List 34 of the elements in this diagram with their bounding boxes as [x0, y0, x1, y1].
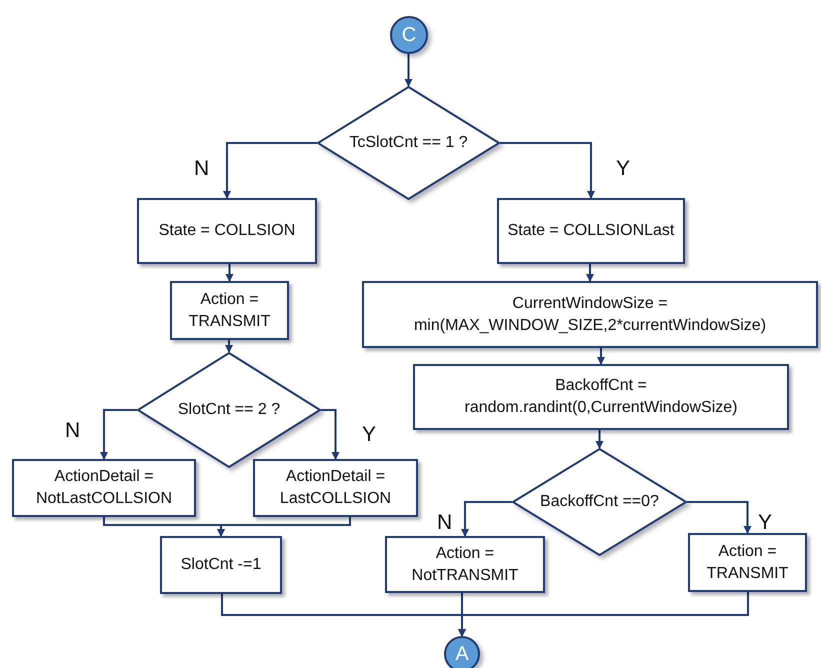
decision-diamond: SlotCnt == 2 ? — [137, 352, 321, 468]
edge-label: Y — [362, 424, 376, 445]
decision-diamond: TcSlotCnt == 1 ? — [317, 86, 500, 200]
decision-diamond: BackoffCnt ==0? — [512, 448, 687, 556]
arrow — [404, 54, 412, 87]
edge-label: N — [65, 420, 80, 441]
process-box: ActionDetail = NotLastCOLLSION — [12, 459, 196, 517]
arrow — [226, 264, 234, 282]
arrow — [223, 142, 317, 199]
connector-circle: C — [390, 16, 428, 54]
edge-label: Y — [758, 512, 772, 533]
process-box: Action = TRANSMIT — [170, 281, 289, 340]
arrow — [217, 517, 351, 537]
arrow — [597, 348, 605, 365]
edge-label: N — [194, 158, 210, 179]
arrow — [458, 592, 749, 637]
process-box: State = COLLSIONLast — [497, 198, 685, 264]
edge-label: Y — [616, 158, 630, 179]
process-box: Action = TRANSMIT — [688, 533, 807, 592]
arrow — [500, 142, 595, 199]
arrow — [687, 501, 752, 534]
arrow — [225, 340, 233, 353]
arrow — [100, 409, 137, 460]
process-box: CurrentWindowSize = min(MAX_WINDOW_SIZE,2*currentWindowSize) — [362, 281, 818, 348]
arrow — [461, 501, 512, 537]
arrow — [586, 264, 594, 282]
process-box: ActionDetail = LastCOLLSION — [253, 459, 418, 517]
process-box: State = COLLSION — [137, 198, 317, 264]
process-box: BackoffCnt = random.randint(0,CurrentWindowSize) — [413, 364, 789, 430]
process-box: Action = NotTRANSMIT — [385, 536, 545, 593]
edge-label: N — [437, 512, 452, 533]
arrow — [321, 409, 340, 460]
arrow — [596, 430, 604, 449]
process-box: SlotCnt -=1 — [160, 536, 282, 594]
